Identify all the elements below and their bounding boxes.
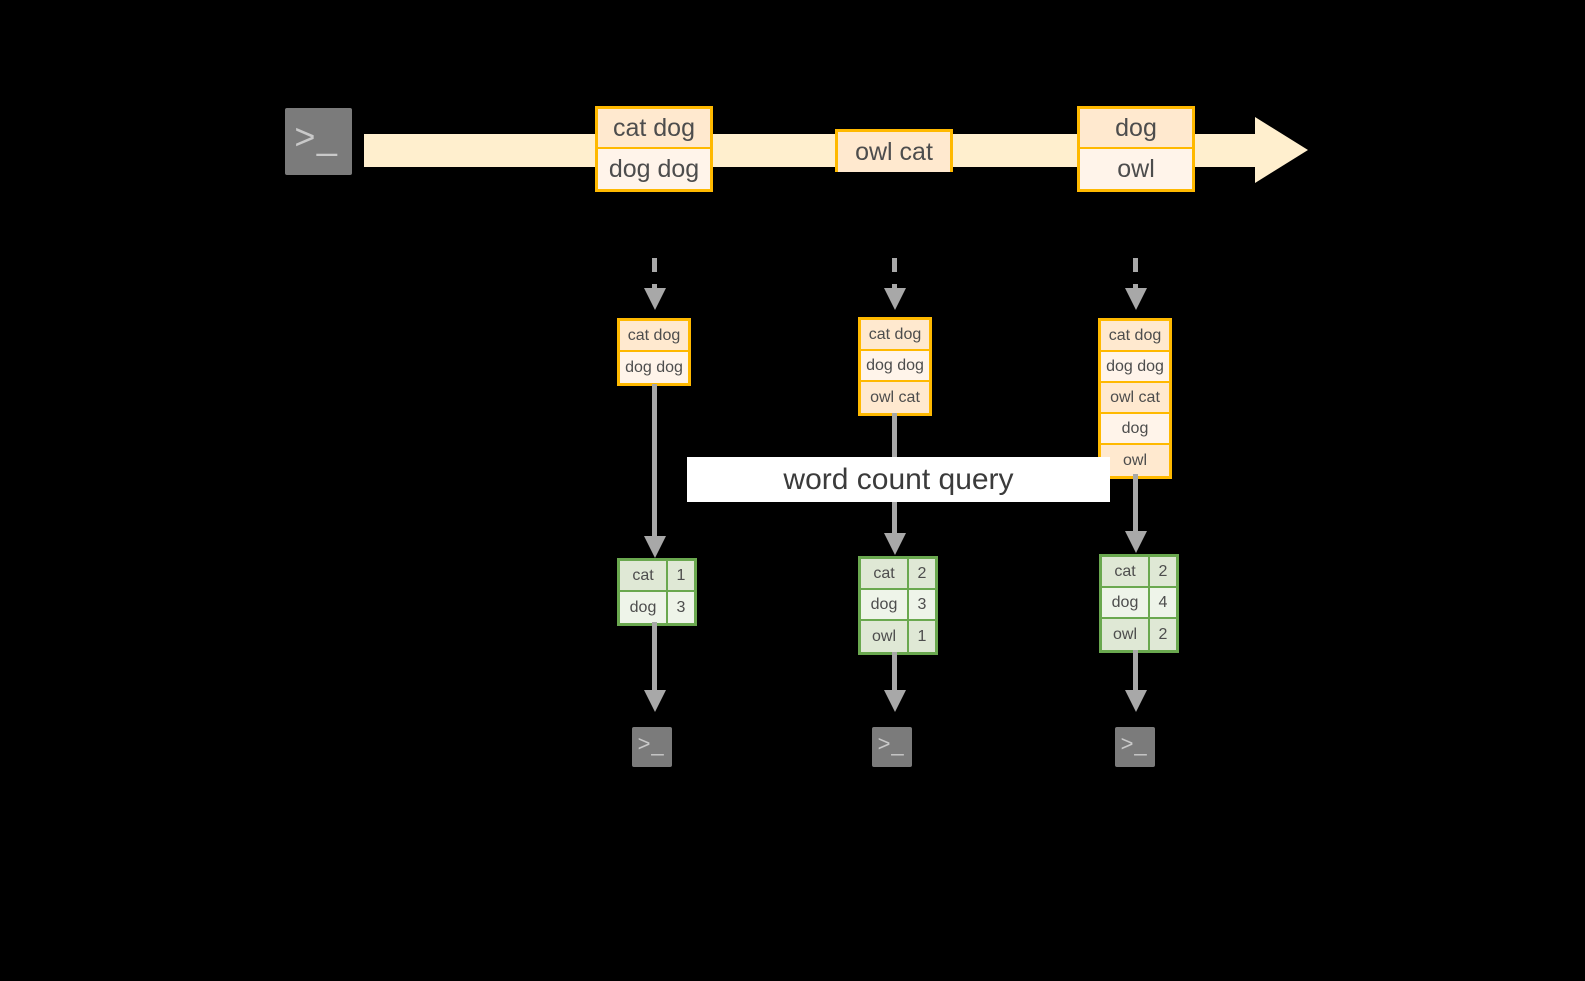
snapshot-2-sink-connector <box>892 652 897 696</box>
snapshot-3-sink-arrowhead <box>1125 690 1147 712</box>
result-row: dog 3 <box>620 592 694 623</box>
terminal-prompt-glyph: >_ <box>294 115 339 157</box>
result-count: 3 <box>676 598 686 616</box>
terminal-prompt-glyph: >_ <box>1120 731 1148 757</box>
input-row: cat dog <box>861 320 929 351</box>
result-row: cat 1 <box>620 561 694 592</box>
terminal-body <box>632 727 672 767</box>
snapshot-3-dashed-arrowhead <box>1125 288 1147 310</box>
snapshot-1-sink-connector <box>652 622 657 694</box>
snapshot-2-dashed-arrowhead <box>884 288 906 310</box>
terminal-prompt-glyph: >_ <box>877 731 905 757</box>
result-word: cat <box>1102 557 1150 586</box>
result-word: cat <box>861 559 909 588</box>
snapshot-1-sink-arrowhead <box>644 690 666 712</box>
result-word: dog <box>620 592 668 623</box>
stream-record-group-3: dog owl <box>1077 106 1195 192</box>
result-word: owl <box>861 621 909 652</box>
terminal-body <box>1115 727 1155 767</box>
stream-record: owl cat <box>838 132 950 172</box>
stream-arrow-head <box>1255 117 1308 183</box>
result-word: dog <box>1102 588 1150 617</box>
source-terminal-icon: >_ <box>275 98 362 185</box>
result-word: dog <box>861 590 909 619</box>
snapshot-1-dashed-arrowhead <box>644 288 666 310</box>
snapshot-2-input-table: cat dog dog dog owl cat <box>858 317 932 416</box>
stream-record: dog <box>1080 109 1192 149</box>
result-count: 1 <box>676 566 686 584</box>
input-row: cat dog <box>620 321 688 352</box>
snapshot-3-dashed-connector <box>1133 258 1138 290</box>
snapshot-3-query-arrowhead <box>1125 531 1147 553</box>
result-row: dog 3 <box>861 590 935 621</box>
snapshot-3-query-connector <box>1133 474 1138 536</box>
input-row: dog dog <box>1101 352 1169 383</box>
result-word: owl <box>1102 619 1150 650</box>
stream-record: cat dog <box>598 109 710 149</box>
result-row: owl 2 <box>1102 619 1176 650</box>
snapshot-1-sink-terminal-icon: >_ <box>622 717 682 777</box>
result-count: 1 <box>917 627 927 645</box>
snapshot-1-result-table: cat 1 dog 3 <box>617 558 697 626</box>
result-row: owl 1 <box>861 621 935 652</box>
terminal-prompt-glyph: >_ <box>637 731 665 757</box>
stream-record-group-2: owl cat <box>835 129 953 172</box>
result-row: dog 4 <box>1102 588 1176 619</box>
result-count: 2 <box>1158 625 1168 643</box>
snapshot-3-input-table: cat dog dog dog owl cat dog owl <box>1098 318 1172 479</box>
snapshot-1-dashed-connector <box>652 258 657 290</box>
input-row: dog dog <box>620 352 688 383</box>
query-banner: word count query <box>687 457 1110 502</box>
snapshot-2-query-arrowhead <box>884 533 906 555</box>
input-row: dog dog <box>861 351 929 382</box>
snapshot-2-sink-terminal-icon: >_ <box>862 717 922 777</box>
result-count: 4 <box>1158 593 1168 611</box>
stream-record: dog dog <box>598 149 710 189</box>
result-count: 2 <box>917 564 927 582</box>
query-banner-label: word count query <box>783 462 1014 496</box>
input-row: dog <box>1101 414 1169 445</box>
result-word: cat <box>620 561 668 590</box>
input-row: owl <box>1101 445 1169 476</box>
terminal-body <box>285 108 352 175</box>
snapshot-3-result-table: cat 2 dog 4 owl 2 <box>1099 554 1179 653</box>
snapshot-1-query-arrowhead <box>644 536 666 558</box>
result-count: 3 <box>917 595 927 613</box>
input-row: owl cat <box>1101 383 1169 414</box>
snapshot-1-input-table: cat dog dog dog <box>617 318 691 386</box>
snapshot-2-result-table: cat 2 dog 3 owl 1 <box>858 556 938 655</box>
snapshot-3-sink-connector <box>1133 650 1138 696</box>
result-row: cat 2 <box>1102 557 1176 588</box>
result-count: 2 <box>1158 562 1168 580</box>
terminal-body <box>872 727 912 767</box>
stream-record: owl <box>1080 149 1192 189</box>
input-row: cat dog <box>1101 321 1169 352</box>
input-row: owl cat <box>861 382 929 413</box>
snapshot-2-sink-arrowhead <box>884 690 906 712</box>
stream-record-group-1: cat dog dog dog <box>595 106 713 192</box>
result-row: cat 2 <box>861 559 935 590</box>
snapshot-1-query-connector <box>652 384 657 540</box>
snapshot-2-dashed-connector <box>892 258 897 290</box>
snapshot-3-sink-terminal-icon: >_ <box>1105 717 1165 777</box>
